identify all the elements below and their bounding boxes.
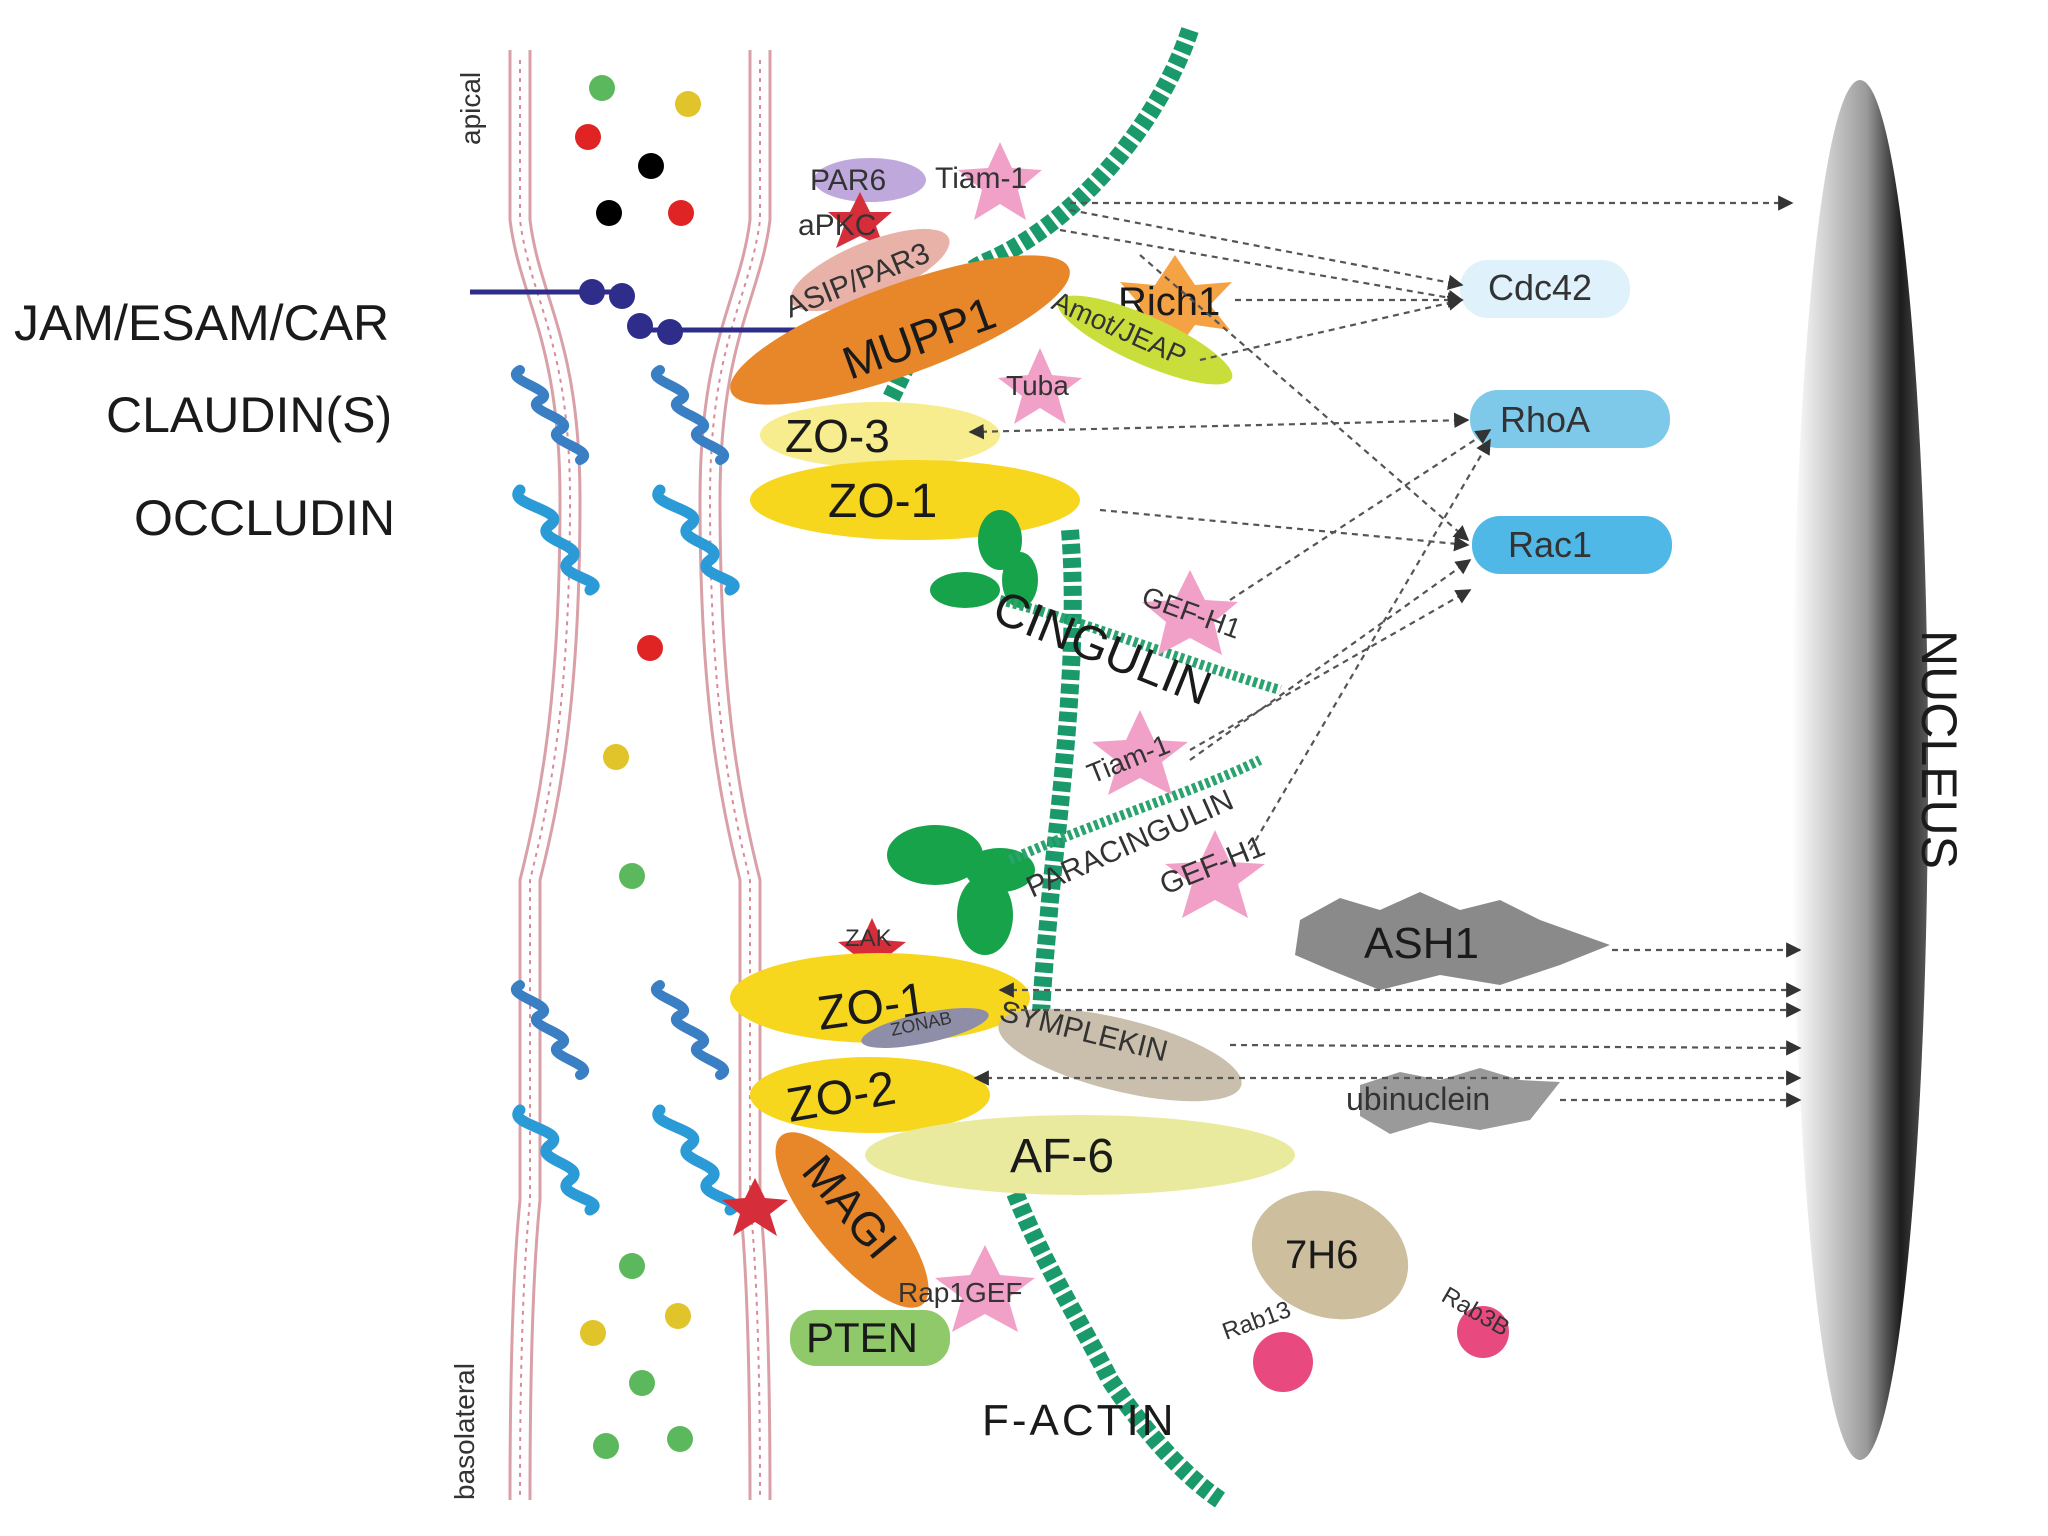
occludin-top [512,484,740,596]
ubinuclein-label: ubinuclein [1346,1081,1490,1117]
magi-shape [775,1132,929,1308]
apkc-label: aPKC [798,209,876,242]
cell-membranes [508,50,772,1501]
7h6-shape [1251,1190,1409,1320]
pten-shape [790,1310,950,1366]
apkc-star [828,192,892,248]
paracingulin-heads [887,825,1035,955]
tiam-top-star [958,142,1042,220]
rac1-label: Rac1 [1508,524,1592,565]
apical-label: apical [455,72,486,145]
af6-label: AF-6 [1010,1130,1114,1183]
cingulin-heads [930,510,1038,608]
tuba-label: Tuba [1006,370,1069,401]
zak-label: ZAK [845,925,892,952]
nucleus-label: NUCLEUS [1911,630,1967,869]
rap1gef-star [935,1245,1035,1332]
occludin-label: OCCLUDIN [134,490,395,546]
signaling-arrows [968,195,1802,1108]
rab13-shape [1253,1332,1313,1392]
asip-shape [790,228,950,312]
claudin-top [511,365,729,465]
zonab-shape [861,1008,989,1048]
claudin-bottom [511,980,729,1080]
gefh1-top-star [1142,570,1238,655]
cdc42-label: Cdc42 [1488,267,1592,308]
tiam-mid-star [1092,710,1188,795]
rich1-star [1120,255,1232,352]
par6-shape [814,158,926,202]
amot-shape [1057,295,1233,385]
paracellular-solutes [575,75,701,1459]
nucleus [1792,80,1928,1460]
tuba-star [998,348,1082,424]
zo3-shape [760,402,1000,468]
basolateral-label: basolateral [449,1363,480,1500]
mupp1-shape [730,255,1070,405]
ash1-shape [1295,892,1610,990]
jam-label: JAM/ESAM/CAR [14,295,389,351]
gefh1-bottom-star [1165,830,1265,918]
tiam-top-label: Tiam-1 [935,162,1027,195]
zo2-shape [750,1057,990,1133]
af6-shape [865,1115,1295,1195]
membrane-dotted-lines [519,60,761,1501]
jam-esam-car [470,279,800,345]
claudin-label: CLAUDIN(S) [106,387,392,443]
7h6-label: 7H6 [1285,1233,1358,1277]
rhoa-box [1470,390,1670,448]
cdc42-box [1460,260,1630,318]
f-actin-label: F-ACTIN [982,1396,1177,1445]
magi-kinase-star [722,1178,788,1236]
ash1-label: ASH1 [1364,919,1479,968]
zo3-label: ZO-3 [785,410,890,462]
cingulin-rod [998,595,1282,695]
rap1gef-label: Rap1GEF [898,1277,1023,1308]
rac1-box [1472,516,1672,574]
rab3b-shape [1457,1306,1509,1358]
paracingulin-rod [1007,755,1263,865]
zo1-top-label: ZO-1 [828,475,937,528]
pten-label: PTEN [806,1314,918,1361]
occludin-bottom [512,1104,740,1216]
rhoa-label: RhoA [1500,399,1590,440]
par6-label: PAR6 [810,164,886,197]
